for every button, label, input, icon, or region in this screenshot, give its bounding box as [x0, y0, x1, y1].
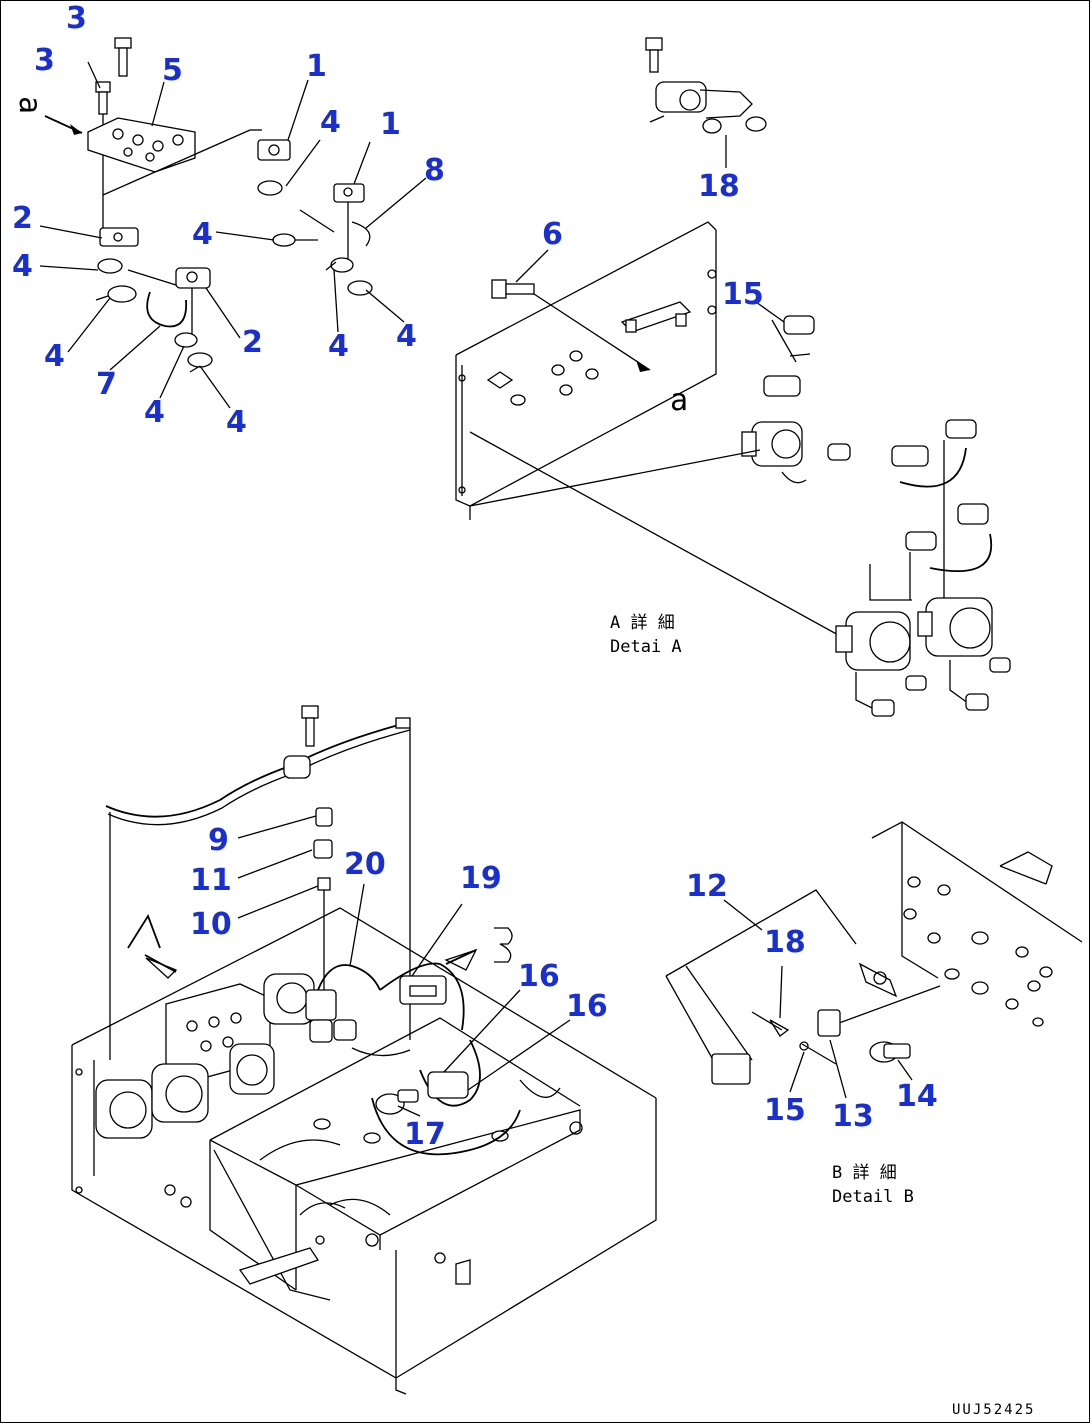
callout-10: 10: [190, 907, 232, 942]
clamp-1-upper: [257, 139, 291, 161]
callout-4-mid: 4: [192, 217, 213, 252]
bolt-3-lower: [95, 81, 111, 115]
view-letter-b-symbol: [494, 927, 513, 963]
part-9: [315, 807, 333, 827]
callout-15-detail-a: 15: [722, 277, 764, 312]
view-letter-a-symbol: [127, 913, 161, 949]
drawing-code: UUJ52425: [952, 1402, 1035, 1418]
callout-4-bottom-b: 4: [226, 405, 247, 440]
detail-a-view: [455, 37, 1011, 717]
callout-8: 8: [424, 153, 445, 188]
relay-box-19: [399, 975, 447, 1005]
callout-4-bottom-a: 4: [144, 395, 165, 430]
detail-b-view: [665, 821, 1083, 1085]
callout-4-left-b: 4: [44, 339, 65, 374]
callout-9: 9: [208, 823, 229, 858]
detail-a-caption-en: Detai A: [610, 637, 682, 657]
top-left-exploded-view: [44, 37, 373, 373]
detail-b-caption-en: Detail B: [832, 1187, 914, 1207]
callout-2-left: 2: [12, 201, 33, 236]
callout-1-upper: 1: [306, 49, 327, 84]
motor-pair-detail-a: [835, 597, 1011, 717]
motor-middle: [741, 421, 851, 484]
clamp-1-middle: [333, 183, 365, 203]
callout-11: 11: [190, 863, 232, 898]
callout-6: 6: [542, 217, 563, 252]
callout-16-upper: 16: [518, 959, 560, 994]
callout-4-right-b: 4: [396, 319, 417, 354]
view-letter-a-small: a: [670, 383, 688, 418]
callout-4-right-a: 4: [328, 329, 349, 364]
u-bolt-7: [146, 291, 188, 328]
part-14: [869, 1041, 911, 1063]
captions: a a A 詳 細 Detai A B 詳 細 Detail B UUJ5242…: [12, 96, 1035, 1418]
bolt-3-upper: [114, 37, 132, 77]
callout-18-top: 18: [698, 169, 740, 204]
main-assembly-view: [71, 705, 657, 1395]
part-11: [313, 839, 333, 859]
plate-5: [87, 117, 196, 173]
motor-group-main: [95, 973, 357, 1139]
callout-18-detail-b: 18: [764, 925, 806, 960]
relay-16: [427, 1071, 469, 1099]
solenoid-18-top: [645, 37, 767, 134]
bolt-6: [491, 279, 535, 299]
callout-17: 17: [404, 1117, 446, 1152]
detail-b-caption-jp: B 詳 細: [832, 1163, 897, 1183]
detail-a-caption-jp: A 詳 細: [610, 613, 675, 633]
view-letter-a-rotated: a: [12, 96, 47, 114]
battery-box-main: [71, 907, 657, 1395]
callout-3-lower: 3: [34, 43, 55, 78]
callout-14: 14: [896, 1079, 938, 1114]
callout-labels: 3 3 5 1 4 1 8 2 4 4 4 4 2 4 4 7 4 4 18 6…: [12, 1, 938, 1152]
callout-13: 13: [832, 1099, 874, 1134]
cable-harness-top: [105, 705, 411, 826]
callout-5: 5: [162, 53, 183, 88]
battery-box-detail-a: [455, 221, 717, 520]
callout-3-upper: 3: [66, 1, 87, 36]
callout-12: 12: [686, 869, 728, 904]
connector-block: [711, 1053, 751, 1085]
part-10: [317, 877, 331, 891]
callout-1-middle: 1: [380, 107, 401, 142]
harness-20: [317, 964, 381, 991]
part-13: [817, 1009, 841, 1037]
callout-4-upper: 4: [320, 105, 341, 140]
clamp-2-left: [99, 227, 139, 247]
callout-2-right: 2: [242, 325, 263, 360]
callout-20: 20: [344, 847, 386, 882]
callout-7: 7: [96, 367, 117, 402]
callout-19: 19: [460, 861, 502, 896]
cable-17: [371, 1097, 521, 1156]
leader-lines: [39, 61, 913, 1117]
callout-4-left-a: 4: [12, 249, 33, 284]
callout-16-lower: 16: [566, 989, 608, 1024]
callout-15-detail-b: 15: [764, 1093, 806, 1128]
clamp-2-right: [175, 267, 211, 289]
